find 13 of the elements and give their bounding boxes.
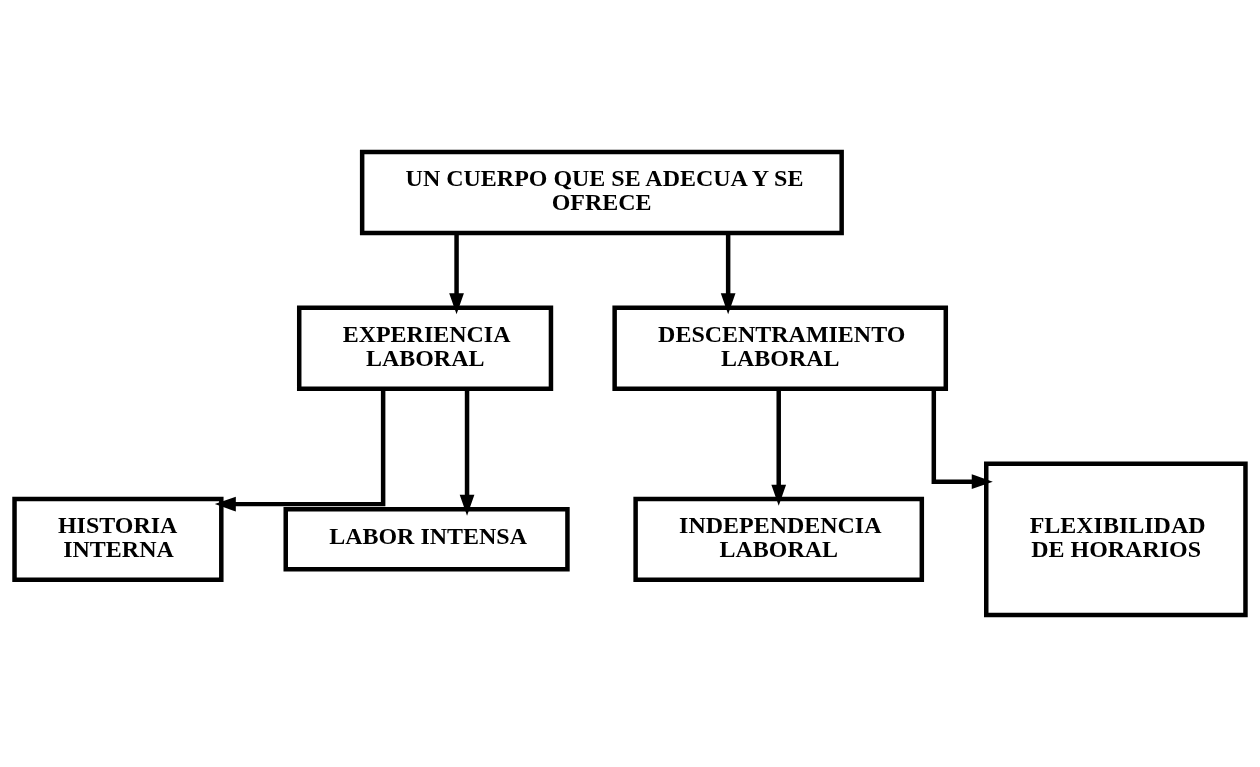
arrow: [214, 388, 386, 512]
arrow: [449, 233, 464, 315]
arrow: [771, 388, 787, 506]
arrow: [720, 233, 736, 315]
node-box: UN CUERPO QUE SE ADECUA Y SE OFRECE: [359, 149, 844, 236]
arrow: [931, 389, 993, 489]
node-box: LABOR INTENSA: [283, 507, 570, 572]
arrow: [459, 388, 475, 516]
node-box: FLEXIBILIDAD DE HORARIOS: [984, 461, 1248, 618]
node-box: INDEPENDENCIA LABORAL: [633, 496, 925, 583]
node-box: DESCENTRAMIENTO LABORAL: [612, 305, 949, 391]
node-box: EXPERIENCIA LABORAL: [296, 305, 554, 391]
node-box: HISTORIA INTERNA: [12, 496, 224, 583]
